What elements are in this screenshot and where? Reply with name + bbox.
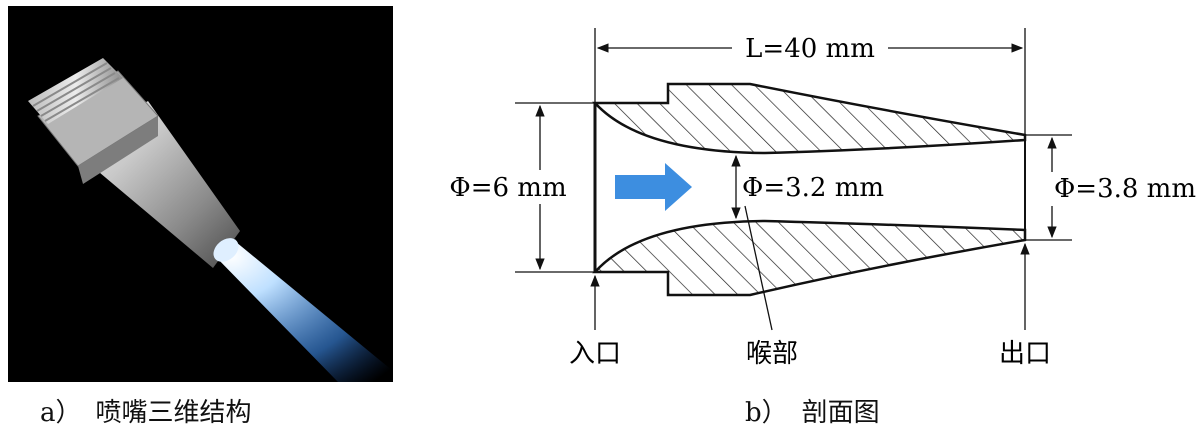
caption-a-letter: a） [40,398,82,428]
throat-diameter-label: Φ=3.2 mm [742,173,884,203]
length-label: L=40 mm [745,34,875,64]
nozzle-3d-image [8,6,393,382]
inlet-diameter-label: Φ=6 mm [449,173,566,203]
caption-b-text: 剖面图 [801,398,880,428]
caption-a: a） 喷嘴三维结构 [40,392,252,429]
outlet-diameter-label: Φ=3.8 mm [1054,174,1196,204]
upper-wall-section [592,82,1027,155]
nozzle-tip [213,238,239,262]
cross-section-diagram: L=40 mm Φ=6 mm Φ=3.2 mm Φ=3.8 mm 入口 喉部 出… [420,0,1200,380]
caption-b-letter: b） [745,398,788,428]
throat-label: 喉部 [746,339,798,369]
throat-leader-line [744,205,773,331]
inlet-label: 入口 [569,339,621,369]
flow-direction-arrow [615,163,692,211]
spray-jet [213,242,393,382]
lower-wall-section [592,219,1027,297]
caption-b: b） 剖面图 [745,392,880,429]
nozzle-3d-illustration [8,6,393,382]
outlet-label: 出口 [999,339,1051,369]
cross-section-svg: L=40 mm Φ=6 mm Φ=3.2 mm Φ=3.8 mm 入口 喉部 出… [430,28,1198,369]
caption-a-text: 喷嘴三维结构 [95,398,252,428]
